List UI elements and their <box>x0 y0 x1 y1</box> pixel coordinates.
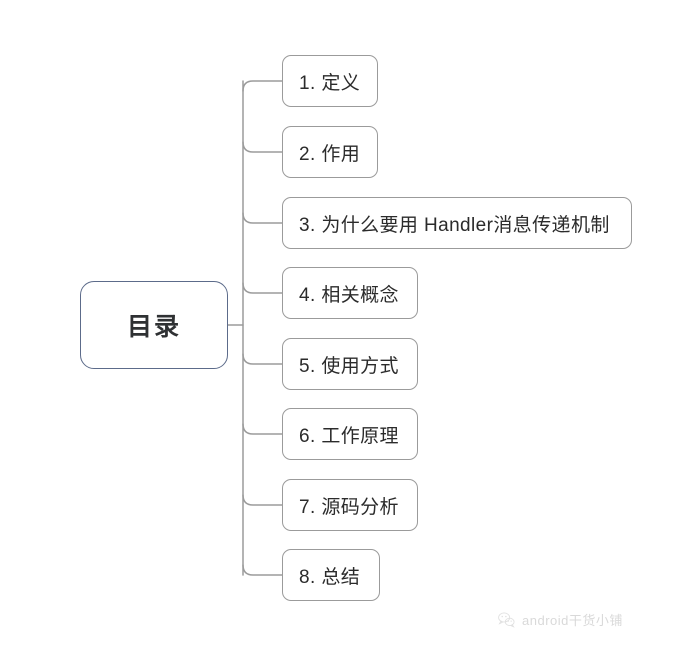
child-node-label: 4. 相关概念 <box>299 284 399 306</box>
root-node[interactable]: 目录 <box>80 281 228 369</box>
child-node-label: 5. 使用方式 <box>299 355 399 377</box>
child-node-label: 7. 源码分析 <box>299 496 399 518</box>
child-node-1[interactable]: 1. 定义 <box>282 55 378 107</box>
child-node-7[interactable]: 7. 源码分析 <box>282 479 418 531</box>
wechat-account-logo-icon <box>498 612 515 628</box>
child-node-label: 3. 为什么要用 Handler消息传递机制 <box>299 214 610 236</box>
child-node-4[interactable]: 4. 相关概念 <box>282 267 418 319</box>
watermark: android干货小铺 <box>497 610 623 629</box>
child-node-2[interactable]: 2. 作用 <box>282 126 378 178</box>
root-node-label: 目录 <box>126 313 181 341</box>
child-node-6[interactable]: 6. 工作原理 <box>282 408 418 460</box>
branch-connector-3 <box>242 212 283 224</box>
branch-connector-1 <box>242 80 283 92</box>
child-node-label: 6. 工作原理 <box>299 425 399 447</box>
branch-connector-7 <box>242 494 283 506</box>
child-node-8[interactable]: 8. 总结 <box>282 549 380 601</box>
child-node-3[interactable]: 3. 为什么要用 Handler消息传递机制 <box>282 197 632 249</box>
branch-connector-5 <box>242 353 283 365</box>
watermark-text: android干货小铺 <box>522 613 623 628</box>
child-node-label: 1. 定义 <box>299 72 361 94</box>
child-node-label: 8. 总结 <box>299 566 361 588</box>
branch-connector-6 <box>242 423 283 435</box>
branch-connector-4 <box>242 282 283 294</box>
branch-connector-8 <box>242 564 283 576</box>
branch-connector-2 <box>242 141 283 153</box>
child-node-5[interactable]: 5. 使用方式 <box>282 338 418 390</box>
child-node-label: 2. 作用 <box>299 143 361 165</box>
